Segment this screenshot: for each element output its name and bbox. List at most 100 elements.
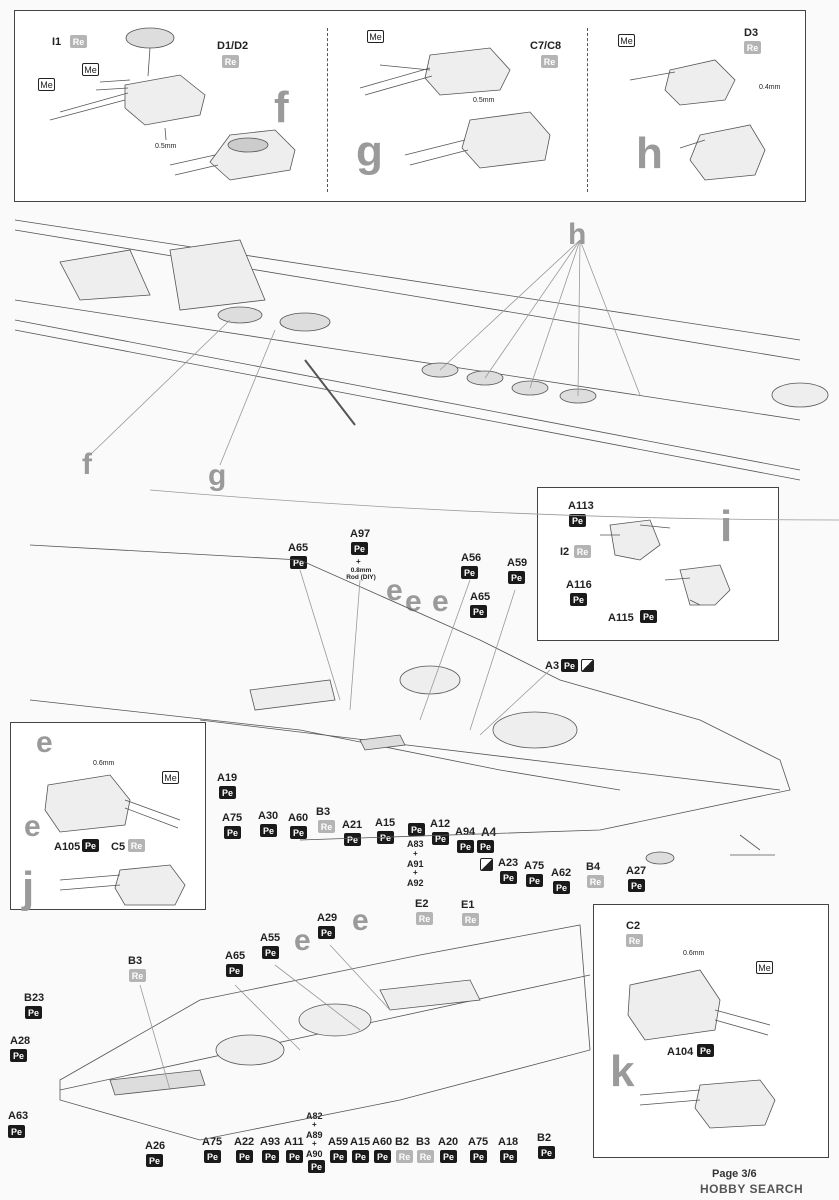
material-tag-re: Re bbox=[744, 41, 761, 54]
material-tag-pe: Pe bbox=[508, 571, 525, 584]
plus-sign: + bbox=[356, 557, 361, 566]
part-label: A75 bbox=[202, 1136, 223, 1148]
part-label: A62 bbox=[551, 867, 572, 879]
turret-artwork bbox=[49, 27, 296, 181]
callout-h: h bbox=[568, 218, 587, 251]
part-label: A15 bbox=[350, 1136, 371, 1148]
part-label: A60 bbox=[372, 1136, 393, 1148]
part-label: A56 bbox=[461, 552, 482, 564]
callout-e: e bbox=[386, 574, 403, 607]
part-label: B3 bbox=[128, 955, 143, 967]
callout-f: f bbox=[82, 448, 92, 481]
part-label: A15 bbox=[375, 817, 396, 829]
page-number: Page 3/6 bbox=[712, 1168, 757, 1180]
drill-size: 0.6mm bbox=[683, 950, 705, 957]
part-label-i1: I1 bbox=[52, 36, 62, 48]
material-tag-pe: Pe bbox=[697, 1044, 714, 1057]
part-label: A65 bbox=[225, 950, 246, 962]
material-tag-pe: Pe bbox=[10, 1049, 27, 1062]
part-label-c5: C5 bbox=[111, 841, 126, 853]
part-label-i2: I2 bbox=[560, 546, 570, 558]
material-tag-pe: Pe bbox=[146, 1154, 163, 1167]
material-tag-re: Re bbox=[417, 1150, 434, 1163]
material-tag-pe: Pe bbox=[461, 566, 478, 579]
material-tag-pe: Pe bbox=[628, 879, 645, 892]
step-letter-j: j bbox=[22, 863, 35, 912]
photoetch-sheet-icon bbox=[581, 659, 594, 672]
part-label-a97: A97 bbox=[350, 528, 371, 540]
part-label-combo: A83 bbox=[407, 839, 424, 849]
material-tag-pe: Pe bbox=[640, 610, 657, 623]
part-label: A63 bbox=[8, 1110, 29, 1122]
material-tag-re: Re bbox=[128, 839, 145, 852]
plus-sign: + bbox=[413, 849, 418, 858]
part-label: A60 bbox=[288, 812, 309, 824]
gun-mount-artwork bbox=[600, 519, 731, 606]
material-tag-me: Me bbox=[756, 961, 773, 974]
part-label: A26 bbox=[145, 1140, 166, 1152]
part-label: A59 bbox=[507, 557, 528, 569]
hull-drawing-bow bbox=[29, 544, 791, 865]
material-tag-pe: Pe bbox=[344, 833, 361, 846]
drill-size: 0.6mm bbox=[93, 760, 115, 767]
part-label: B4 bbox=[586, 861, 601, 873]
material-tag-pe: Pe bbox=[262, 946, 279, 959]
material-tag-re: Re bbox=[462, 913, 479, 926]
callout-e: e bbox=[405, 585, 422, 618]
material-tag-pe: Pe bbox=[553, 881, 570, 894]
drill-size: 0.5mm bbox=[473, 97, 495, 104]
part-label: A23 bbox=[498, 857, 519, 869]
callout-e: e bbox=[352, 904, 369, 937]
material-tag-pe: Pe bbox=[286, 1150, 303, 1163]
part-label: A18 bbox=[498, 1136, 519, 1148]
detail-panel-i bbox=[537, 487, 779, 641]
part-label: A75 bbox=[524, 860, 545, 872]
part-label: B3 bbox=[416, 1136, 431, 1148]
hull-drawing-stern bbox=[14, 219, 829, 481]
material-tag-re: Re bbox=[587, 875, 604, 888]
material-tag-me: Me bbox=[38, 78, 55, 91]
material-tag-me: Me bbox=[367, 30, 384, 43]
material-tag-pe: Pe bbox=[440, 1150, 457, 1163]
material-tag-pe: Pe bbox=[219, 786, 236, 799]
part-label-d1d2: D1/D2 bbox=[217, 40, 249, 52]
material-tag-pe: Pe bbox=[204, 1150, 221, 1163]
part-label: A19 bbox=[217, 772, 238, 784]
material-tag-me: Me bbox=[82, 63, 99, 76]
material-tag-pe: Pe bbox=[82, 839, 99, 852]
part-label-combo: A90 bbox=[306, 1149, 323, 1159]
material-tag-pe: Pe bbox=[408, 823, 425, 836]
material-tag-re: Re bbox=[541, 55, 558, 68]
rod-note: 0.8mm Rod (DIY) bbox=[346, 567, 376, 581]
material-tag-re: Re bbox=[70, 35, 87, 48]
part-label: A29 bbox=[317, 912, 338, 924]
plus-sign: + bbox=[413, 868, 418, 877]
step-letter-g: g bbox=[356, 127, 383, 176]
material-tag-pe: Pe bbox=[570, 593, 587, 606]
step-letter-f: f bbox=[274, 83, 289, 132]
plus-sign: + bbox=[312, 1139, 317, 1148]
material-tag-pe: Pe bbox=[318, 926, 335, 939]
material-tag-re: Re bbox=[574, 545, 591, 558]
material-tag-re: Re bbox=[626, 934, 643, 947]
material-tag-re: Re bbox=[318, 820, 335, 833]
material-tag-pe: Pe bbox=[561, 659, 578, 672]
material-tag-pe: Pe bbox=[25, 1006, 42, 1019]
panel-divider-gh bbox=[587, 28, 588, 192]
part-label: A21 bbox=[342, 819, 363, 831]
part-label: A65 bbox=[288, 542, 309, 554]
material-tag-pe: Pe bbox=[470, 1150, 487, 1163]
material-tag-pe: Pe bbox=[236, 1150, 253, 1163]
material-tag-pe: Pe bbox=[538, 1146, 555, 1159]
part-label-combo: A82 bbox=[306, 1111, 323, 1121]
material-tag-pe: Pe bbox=[290, 556, 307, 569]
material-tag-pe: Pe bbox=[457, 840, 474, 853]
material-tag-pe: Pe bbox=[290, 826, 307, 839]
part-label: A22 bbox=[234, 1136, 255, 1148]
part-label-a113: A113 bbox=[568, 500, 594, 512]
callout-e: e bbox=[432, 585, 449, 618]
material-tag-re: Re bbox=[129, 969, 146, 982]
material-tag-pe: Pe bbox=[500, 871, 517, 884]
material-tag-pe: Pe bbox=[330, 1150, 347, 1163]
